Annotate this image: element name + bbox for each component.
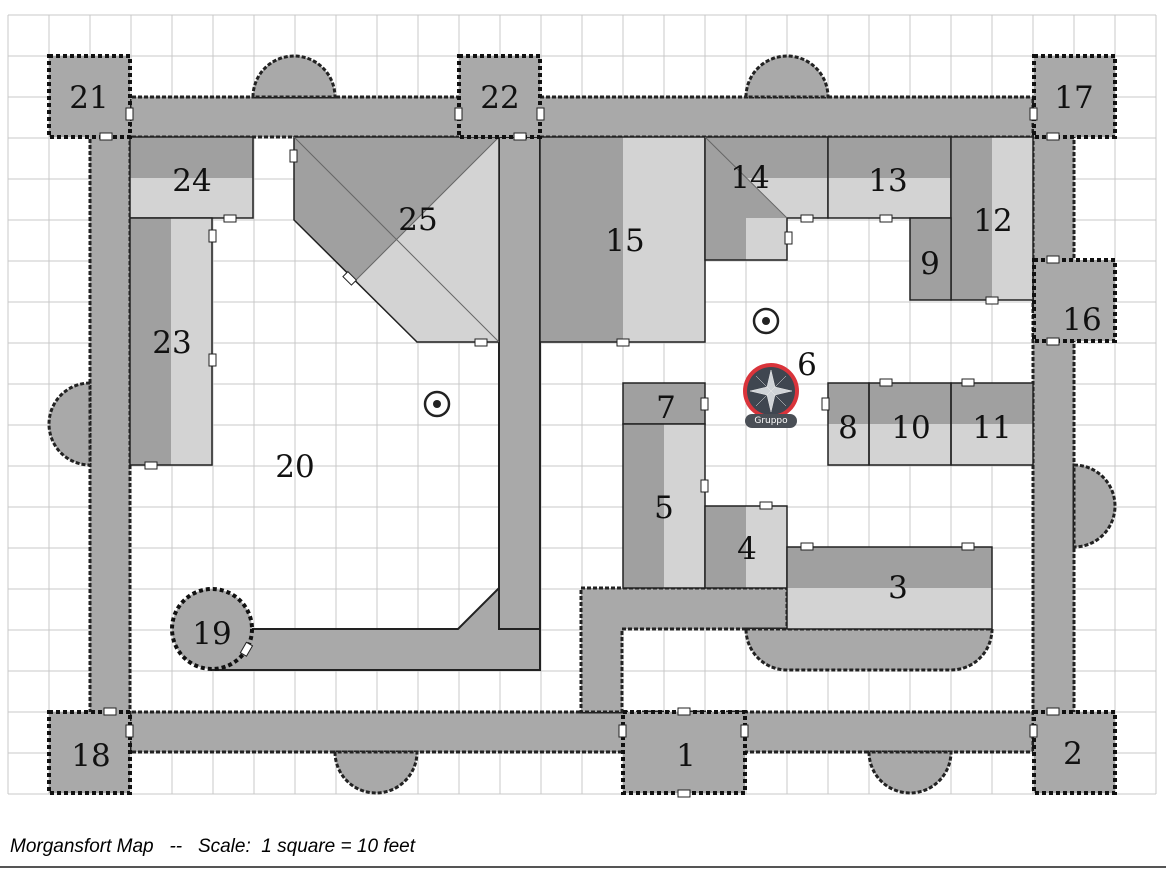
label-room-25: 25 bbox=[398, 202, 437, 238]
label-room-15: 15 bbox=[605, 223, 644, 259]
building-3 bbox=[786, 546, 993, 630]
building-7 bbox=[622, 382, 706, 425]
label-room-16: 16 bbox=[1062, 302, 1101, 338]
building-9 bbox=[909, 217, 952, 301]
tower-16 bbox=[1032, 258, 1117, 343]
building-23-light bbox=[171, 218, 212, 465]
label-room-13: 13 bbox=[868, 163, 907, 199]
building-15-light bbox=[623, 137, 705, 342]
inner-keep-wall-east bbox=[498, 136, 541, 671]
tower-22 bbox=[457, 54, 542, 139]
building-5-light bbox=[664, 424, 705, 588]
label-room-2: 2 bbox=[1063, 736, 1083, 772]
tower-19 bbox=[170, 587, 254, 671]
tower-2 bbox=[1032, 710, 1117, 795]
west-tower bbox=[47, 381, 92, 467]
party-token-label: Gruppo bbox=[745, 414, 797, 428]
label-room-9: 9 bbox=[920, 246, 940, 282]
east-wall bbox=[1031, 95, 1076, 754]
label-room-5: 5 bbox=[654, 490, 674, 526]
east-tower bbox=[1072, 463, 1117, 549]
label-room-14: 14 bbox=[730, 160, 769, 196]
inner-keep-wall-south bbox=[211, 585, 541, 671]
building-12-dark bbox=[951, 137, 992, 300]
north-tower-east bbox=[744, 54, 830, 99]
label-room-20: 20 bbox=[275, 449, 314, 485]
label-room-24: 24 bbox=[172, 163, 211, 199]
compass-rose-icon bbox=[749, 369, 793, 413]
west-wall bbox=[88, 95, 132, 754]
label-room-1: 1 bbox=[676, 738, 696, 774]
building-5-dark bbox=[623, 424, 664, 588]
building-4-light bbox=[746, 506, 787, 588]
outer-walls bbox=[47, 54, 1117, 795]
label-room-4: 4 bbox=[737, 531, 757, 567]
label-room-18: 18 bbox=[71, 738, 110, 774]
building-12-light bbox=[992, 137, 1033, 300]
label-room-8: 8 bbox=[838, 410, 858, 446]
label-room-22: 22 bbox=[480, 80, 519, 116]
party-token[interactable] bbox=[743, 363, 799, 419]
building-14-roof-light bbox=[746, 178, 828, 218]
label-room-7: 7 bbox=[656, 390, 676, 426]
building-23 bbox=[129, 217, 213, 466]
north-wall bbox=[88, 95, 1076, 139]
building-10-dark bbox=[869, 383, 951, 424]
building-13-dark bbox=[828, 137, 951, 178]
target-marker-icon[interactable] bbox=[423, 390, 451, 418]
label-room-6: 6 bbox=[797, 347, 817, 383]
label-room-11: 11 bbox=[972, 410, 1011, 446]
building-25-dark bbox=[294, 137, 499, 281]
map-caption: Morgansfort Map -- Scale: 1 square = 10 … bbox=[10, 836, 416, 857]
building-8-light bbox=[828, 424, 869, 465]
tower-21 bbox=[47, 54, 132, 139]
building-24-light bbox=[130, 178, 253, 218]
building-10-light bbox=[869, 424, 951, 465]
building-11-dark bbox=[951, 383, 1033, 424]
south-tower-east bbox=[867, 750, 953, 795]
building-3-light bbox=[787, 588, 992, 629]
room-labels: 21 22 17 24 25 15 14 13 12 9 16 23 6 7 8… bbox=[69, 80, 1101, 774]
inner-walls bbox=[211, 136, 994, 714]
label-room-17: 17 bbox=[1054, 80, 1093, 116]
building-14-mid bbox=[705, 137, 828, 218]
building-15-dark bbox=[540, 137, 623, 342]
buildings bbox=[129, 136, 1034, 630]
label-room-23: 23 bbox=[152, 325, 191, 361]
caption-divider bbox=[0, 866, 1166, 868]
south-tower-west bbox=[333, 750, 419, 795]
label-room-21: 21 bbox=[69, 80, 108, 116]
south-wall bbox=[88, 710, 1076, 754]
tower-18 bbox=[47, 710, 132, 795]
doors bbox=[99, 107, 1060, 798]
building-11 bbox=[950, 382, 1034, 466]
tower-17 bbox=[1032, 54, 1117, 139]
label-room-12: 12 bbox=[973, 203, 1012, 239]
square-towers bbox=[47, 54, 1117, 795]
bailey-tower bbox=[744, 627, 994, 672]
target-marker-icon[interactable] bbox=[752, 307, 780, 335]
building-11-light bbox=[951, 424, 1033, 465]
building-3-dark bbox=[787, 547, 992, 588]
gatehouse-1 bbox=[621, 710, 747, 795]
building-24-dark bbox=[130, 137, 253, 178]
fort-map: 21 22 17 24 25 15 14 13 12 9 16 23 6 7 8… bbox=[7, 14, 1157, 798]
building-13-light bbox=[828, 178, 951, 218]
label-room-19: 19 bbox=[192, 616, 231, 652]
north-tower-west bbox=[251, 54, 337, 99]
building-23-dark bbox=[130, 218, 171, 465]
label-room-3: 3 bbox=[888, 570, 908, 606]
label-room-10: 10 bbox=[891, 410, 930, 446]
building-4-dark bbox=[705, 506, 746, 588]
building-8-dark bbox=[828, 383, 869, 424]
building-25-light bbox=[355, 137, 499, 342]
